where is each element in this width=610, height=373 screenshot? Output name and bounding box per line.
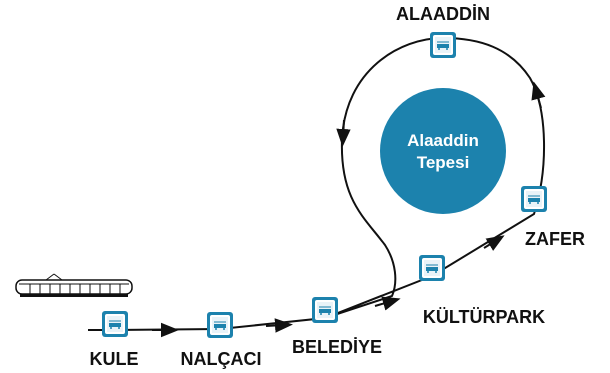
tram-stop-icon	[418, 254, 446, 282]
stop-alaaddin	[429, 31, 457, 59]
tram-stop-icon	[429, 31, 457, 59]
tram-stop-icon	[311, 296, 339, 324]
station-label-alaaddin: ALAADDİN	[396, 4, 490, 24]
stop-zafer	[520, 185, 548, 213]
station-label-belediye: BELEDİYE	[292, 337, 382, 357]
stop-kulturpark	[418, 254, 446, 282]
tram-icon	[15, 273, 133, 297]
route-line	[88, 36, 546, 338]
stop-kule	[101, 310, 129, 338]
tram-stop-icon	[206, 311, 234, 339]
tram-stop-icon	[520, 185, 548, 213]
hill-label-line1: Alaaddin	[407, 131, 479, 150]
station-label-kulturpark: KÜLTÜRPARK	[423, 307, 545, 327]
stop-nalcaci	[206, 311, 234, 339]
station-label-kule: KULE	[90, 349, 139, 369]
tram-stop-icon	[101, 310, 129, 338]
stop-belediye	[311, 296, 339, 324]
station-label-nalcaci: NALÇACI	[181, 349, 262, 369]
alaaddin-hill: Alaaddin Tepesi	[380, 88, 506, 214]
station-label-zafer: ZAFER	[525, 229, 585, 249]
hill-label-line2: Tepesi	[417, 153, 470, 172]
